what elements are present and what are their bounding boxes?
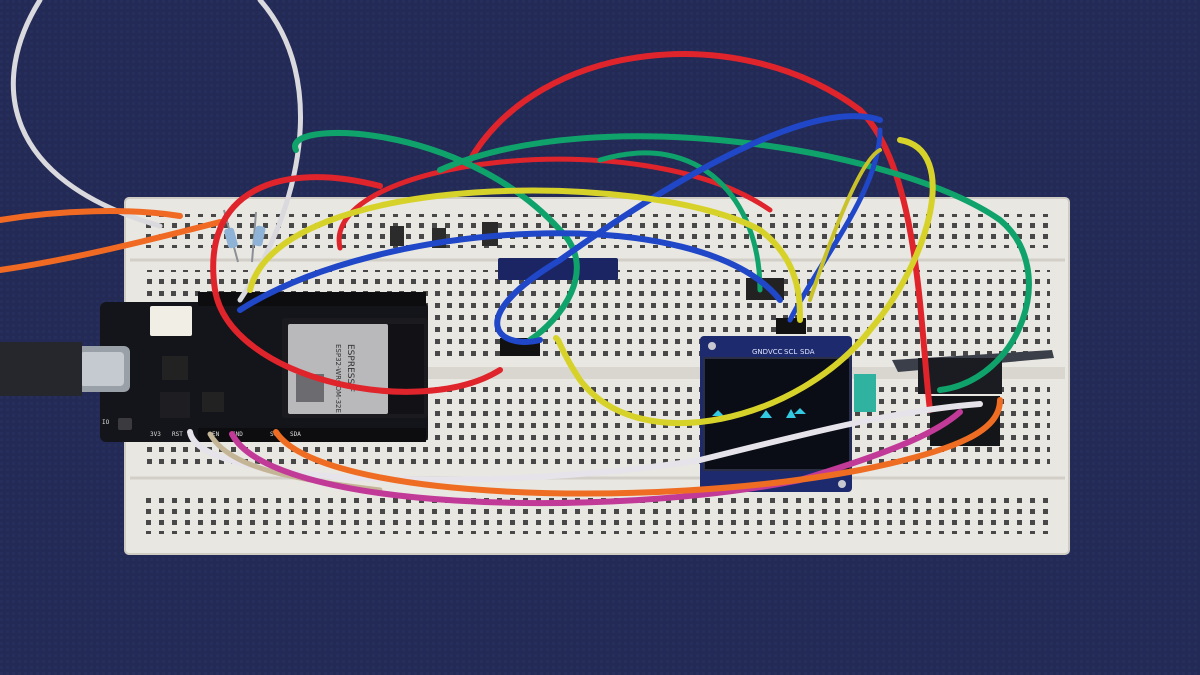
wire-orange-left [0, 208, 183, 223]
esp32-dev-board: ESPRESSIF ESP32-WROOM-32E IO 3V3 RST EN … [74, 292, 428, 442]
wire-green-right [437, 133, 1032, 393]
pushbutton-1 [390, 226, 404, 246]
wire-blue-1 [237, 230, 783, 313]
wire-red-big-loop [467, 51, 933, 413]
pin-label-3v3: 3V3 [150, 431, 161, 438]
wire-magenta-bottom [229, 409, 963, 507]
pin-label-rst: RST [172, 431, 183, 438]
oled-display-module: GND VCC SCL SDA [700, 336, 876, 492]
pin-label-sda: SDA [290, 431, 301, 438]
wire-green-top [292, 129, 580, 343]
oled-pin-sda: SDA [800, 348, 815, 356]
oled-pin-scl: SCL [784, 348, 797, 356]
wire-yellow-3 [808, 148, 882, 302]
module-brand-label: ESPRESSIF [345, 344, 355, 392]
module-model-label: ESP32-WROOM-32E [334, 344, 342, 413]
wire-yellow-2 [553, 137, 936, 426]
wire-blue-2 [494, 113, 883, 345]
wire-white-top [10, 0, 163, 229]
usb-cable [0, 342, 82, 396]
wire-orange-left-2 [0, 219, 223, 273]
oled-pin-vcc: VCC [768, 348, 783, 356]
pin-label-gnd: GND [232, 431, 243, 438]
esp32-module: ESPRESSIF ESP32-WROOM-32E [282, 318, 428, 418]
ic-chip [498, 258, 618, 280]
jumper-wires [0, 0, 1032, 507]
pin-label-en: EN [212, 431, 220, 438]
wire-green-mid [597, 150, 763, 293]
oled-pin-gnd: GND [752, 348, 768, 356]
reset-button [118, 418, 132, 430]
wire-yellow-1 [247, 187, 803, 323]
wire-orange-bottom [273, 397, 1003, 497]
battery-connector [150, 306, 192, 336]
wire-red-left [210, 174, 503, 395]
pin-label-io: IO [102, 419, 110, 426]
